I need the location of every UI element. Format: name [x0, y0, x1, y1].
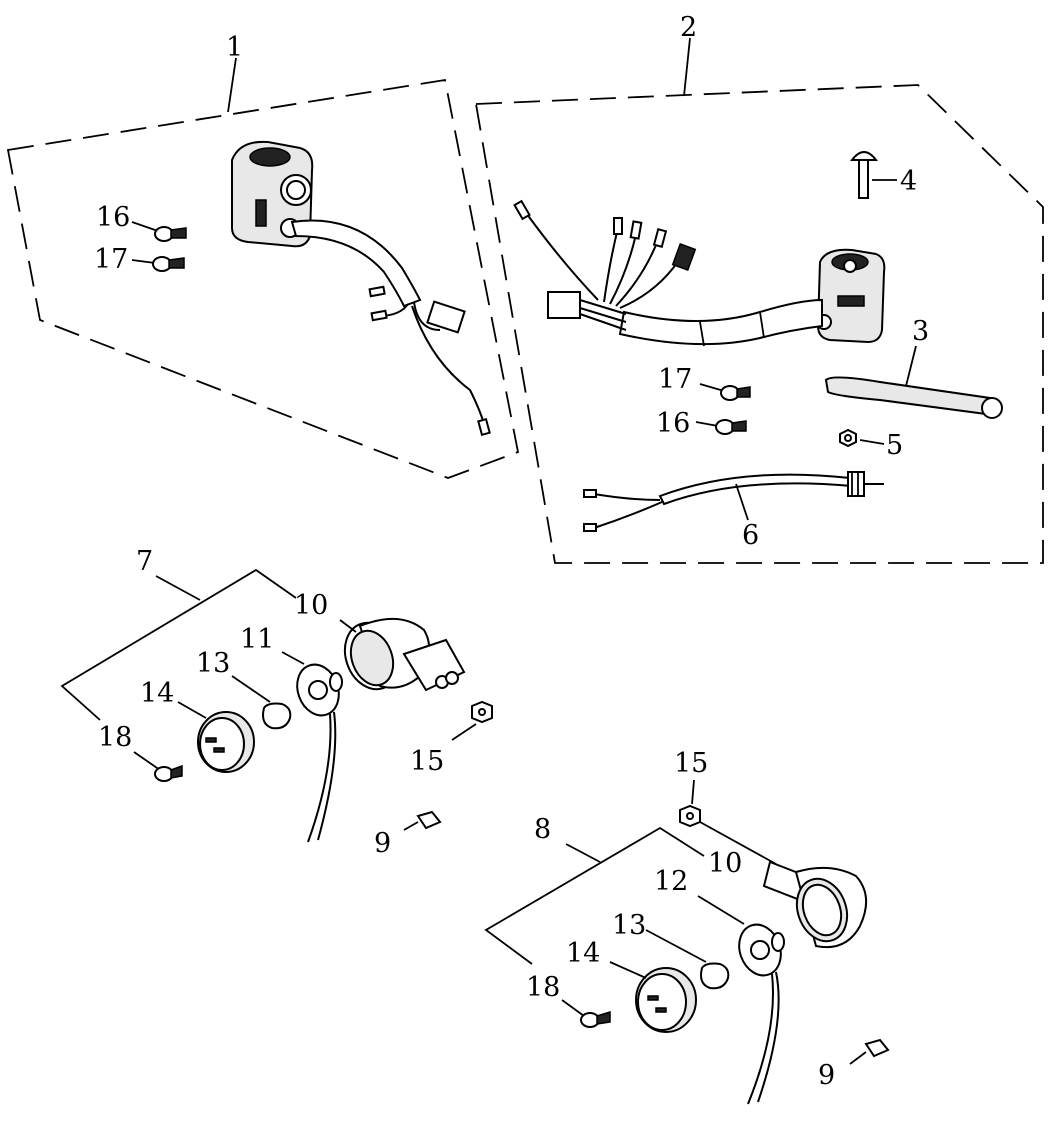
bolt-4 — [849, 151, 897, 199]
group-8-bracket — [484, 826, 705, 965]
group-1-left-switch-assembly — [6, 57, 520, 479]
bulb-13-right — [645, 929, 730, 990]
group-8-turn-signal-assembly — [484, 779, 890, 1105]
callout-15-right: 15 — [674, 748, 708, 779]
screw-16-left — [131, 221, 187, 242]
callout-3: 3 — [912, 316, 929, 347]
nut-5 — [839, 428, 885, 448]
right-switch-harness — [513, 199, 823, 347]
nut-15-right — [679, 779, 777, 865]
leader-1 — [227, 57, 237, 113]
lens-14-left — [177, 701, 255, 773]
screw-18-right — [561, 999, 611, 1028]
callout-13-left: 13 — [196, 648, 230, 679]
callout-14-left: 14 — [140, 678, 174, 709]
bulb-socket-11 — [281, 651, 343, 843]
bulb-socket-12 — [697, 895, 785, 1105]
callout-16-right: 16 — [656, 408, 690, 439]
callout-9-left: 9 — [374, 828, 391, 859]
callout-2: 2 — [680, 12, 697, 43]
screw-18-left — [133, 751, 183, 782]
clip-9-left — [403, 810, 442, 831]
group-7-bracket — [60, 568, 297, 721]
screw-16-right — [695, 419, 747, 435]
clip-9-right — [849, 1038, 890, 1065]
group-7-turn-signal-assembly — [60, 568, 493, 843]
callout-10-right: 10 — [708, 848, 742, 879]
group-2-right-switch-assembly — [474, 37, 1044, 564]
callout-6: 6 — [742, 520, 759, 551]
bulb-13-left — [231, 675, 292, 730]
callout-16-left: 16 — [96, 202, 130, 233]
callout-12: 12 — [654, 866, 688, 897]
nut-15-left — [451, 700, 493, 741]
signal-housing-10-left — [339, 617, 466, 692]
callout-labels: 1 2 3 4 5 6 7 8 9 9 10 10 11 12 13 13 14… — [94, 12, 929, 1091]
lens-14-right — [609, 961, 697, 1033]
callout-18-left: 18 — [98, 722, 132, 753]
callout-9-right: 9 — [818, 1060, 835, 1091]
callout-4: 4 — [900, 166, 917, 197]
callout-15-left: 15 — [410, 746, 444, 777]
screw-17-left — [131, 256, 185, 272]
group-2-dashed-outline — [474, 84, 1044, 564]
callout-1: 1 — [226, 32, 243, 63]
left-switch-harness — [290, 219, 491, 437]
callout-18-right: 18 — [526, 972, 560, 1003]
callout-14-right: 14 — [566, 938, 600, 969]
callout-13-right: 13 — [612, 910, 646, 941]
callout-7: 7 — [136, 546, 153, 577]
leader-2 — [683, 37, 691, 97]
signal-housing-10-right — [762, 860, 867, 948]
callout-17-right: 17 — [658, 364, 692, 395]
group-1-dashed-outline — [6, 78, 520, 479]
callout-5: 5 — [886, 430, 903, 461]
leader-8 — [565, 843, 601, 863]
callout-11: 11 — [240, 624, 274, 655]
screw-17-right — [699, 383, 751, 401]
lever-3 — [824, 345, 1003, 419]
left-switch-housing — [231, 140, 314, 248]
brake-switch-cable-6 — [583, 471, 884, 532]
callout-17-left: 17 — [94, 244, 128, 275]
callout-10-left: 10 — [294, 590, 328, 621]
leader-7 — [155, 575, 201, 601]
right-switch-housing — [816, 248, 886, 344]
callout-8: 8 — [534, 814, 551, 845]
